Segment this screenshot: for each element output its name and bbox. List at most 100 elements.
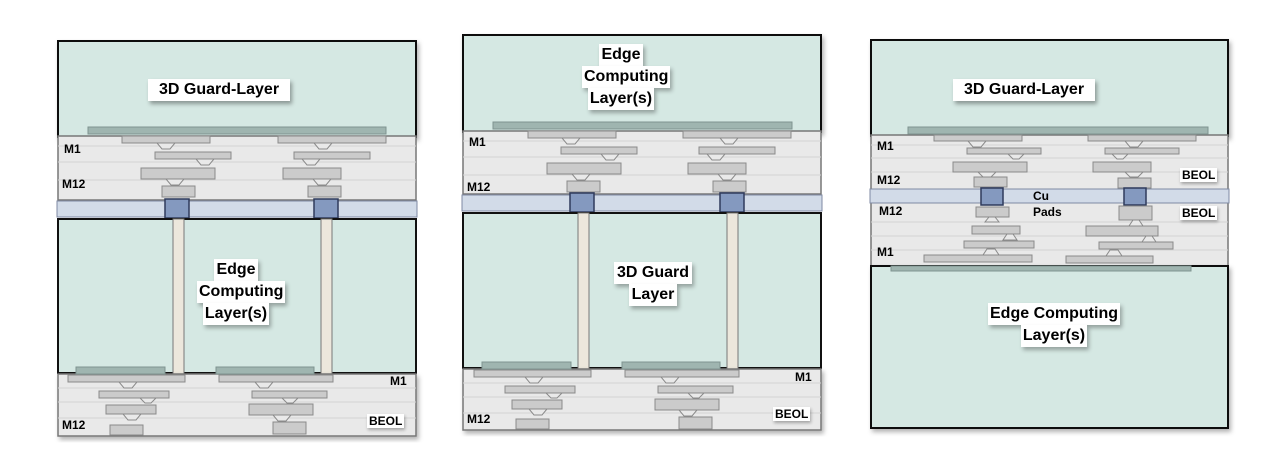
via: [1002, 233, 1018, 241]
panel-c: [869, 39, 1230, 429]
via: [527, 408, 549, 416]
metal-layer: [923, 254, 1033, 263]
bottom-die-label: Edge Computing Layer(s): [970, 303, 1138, 347]
panel-b: [461, 34, 823, 431]
via: [271, 414, 293, 422]
m1-bottom-label: M1: [877, 245, 894, 259]
metal-layer: [1092, 161, 1152, 173]
via: [311, 178, 333, 186]
label-line: Layer(s): [202, 303, 270, 325]
metal-layer: [698, 146, 776, 155]
beol-bottom-label: BEOL: [1180, 206, 1218, 220]
label-text: 3D Guard-Layer: [964, 81, 1085, 98]
bond-pad: [313, 198, 339, 219]
m12-top-label: M12: [877, 173, 901, 187]
metal-layer: [481, 361, 572, 370]
metal-layer: [215, 366, 315, 375]
metal-layer: [1098, 241, 1174, 250]
metal-layer: [1085, 225, 1159, 237]
via: [716, 173, 738, 181]
via: [1110, 153, 1130, 160]
m1-top-label: M1: [64, 142, 81, 156]
metal-layer: [682, 130, 792, 139]
metal-layer: [75, 366, 166, 375]
metal-layer: [687, 162, 747, 175]
metal-layer: [971, 225, 1021, 235]
top-die: [870, 39, 1229, 137]
panel-a: [56, 40, 418, 437]
metal-layer: [109, 424, 144, 436]
via: [983, 216, 1001, 223]
via: [686, 392, 706, 399]
bond-pad: [1123, 187, 1147, 206]
metal-layer: [712, 180, 747, 193]
m1-bottom-label: M1: [390, 374, 407, 388]
via: [300, 158, 322, 166]
metal-layer: [654, 398, 720, 411]
metal-layer: [907, 126, 1209, 135]
metal-layer: [504, 385, 576, 394]
bond-pad: [569, 192, 595, 213]
bottom-die: [870, 265, 1229, 429]
metal-layer: [678, 416, 713, 430]
via: [718, 137, 740, 145]
metal-layer: [560, 146, 638, 155]
label-line: 3D Guard: [613, 262, 692, 284]
metal-layer: [121, 135, 211, 144]
label-line: Computing: [197, 281, 286, 303]
metal-layer: [140, 167, 216, 180]
metal-layer: [511, 399, 563, 410]
top-die-label: Edge Computing Layer(s): [582, 44, 671, 110]
cu-pads-label-line1: Cu: [1033, 189, 1049, 203]
metal-layer: [161, 185, 196, 198]
m12-top-label: M12: [467, 180, 491, 194]
metal-layer: [952, 161, 1028, 173]
metal-layer: [933, 134, 1023, 142]
bond-pad: [164, 198, 190, 219]
tsv: [726, 212, 739, 370]
via: [117, 381, 139, 389]
bond-pad: [719, 192, 745, 213]
metal-layer: [657, 385, 734, 394]
metal-layer: [492, 121, 793, 130]
beol-top-label: BEOL: [1180, 168, 1218, 182]
metal-layer: [515, 418, 550, 430]
metal-layer: [251, 390, 328, 399]
metal-layer: [67, 374, 186, 383]
metal-layer: [527, 130, 617, 139]
m12-bottom-label: M12: [879, 204, 903, 218]
metal-layer: [282, 167, 342, 180]
metal-layer: [293, 151, 371, 160]
metal-layer: [154, 151, 232, 160]
metal-layer: [462, 130, 822, 195]
metal-layer: [963, 240, 1035, 249]
m12-top-label: M12: [62, 177, 86, 191]
metal-layer: [272, 421, 307, 435]
via: [677, 409, 699, 417]
metal-layer: [624, 369, 740, 378]
via: [312, 142, 334, 150]
m1-top-label: M1: [469, 135, 486, 149]
bond-layer: [56, 200, 418, 218]
bottom-die-label: Edge Computing Layer(s): [197, 259, 286, 325]
beol-label: BEOL: [773, 407, 811, 421]
metal-layer: [1118, 205, 1153, 221]
label-text: 3D Guard-Layer: [159, 81, 280, 98]
via: [121, 413, 143, 421]
top-plate: [87, 126, 387, 135]
bond-layer: [461, 194, 823, 212]
beol-label: BEOL: [367, 414, 405, 428]
top-die-label: 3D Guard-Layer: [953, 79, 1096, 101]
metal-layer: [1065, 255, 1154, 264]
via: [966, 140, 988, 148]
label-line: Layer(s): [1020, 325, 1088, 347]
metal-layer: [277, 135, 387, 144]
via: [570, 173, 592, 181]
label-line: Layer(s): [587, 88, 655, 110]
via: [544, 392, 564, 399]
metal-layer: [621, 361, 721, 370]
label-line: Edge: [214, 259, 258, 281]
bottom-beol-stack: [57, 366, 417, 437]
via: [155, 142, 177, 150]
